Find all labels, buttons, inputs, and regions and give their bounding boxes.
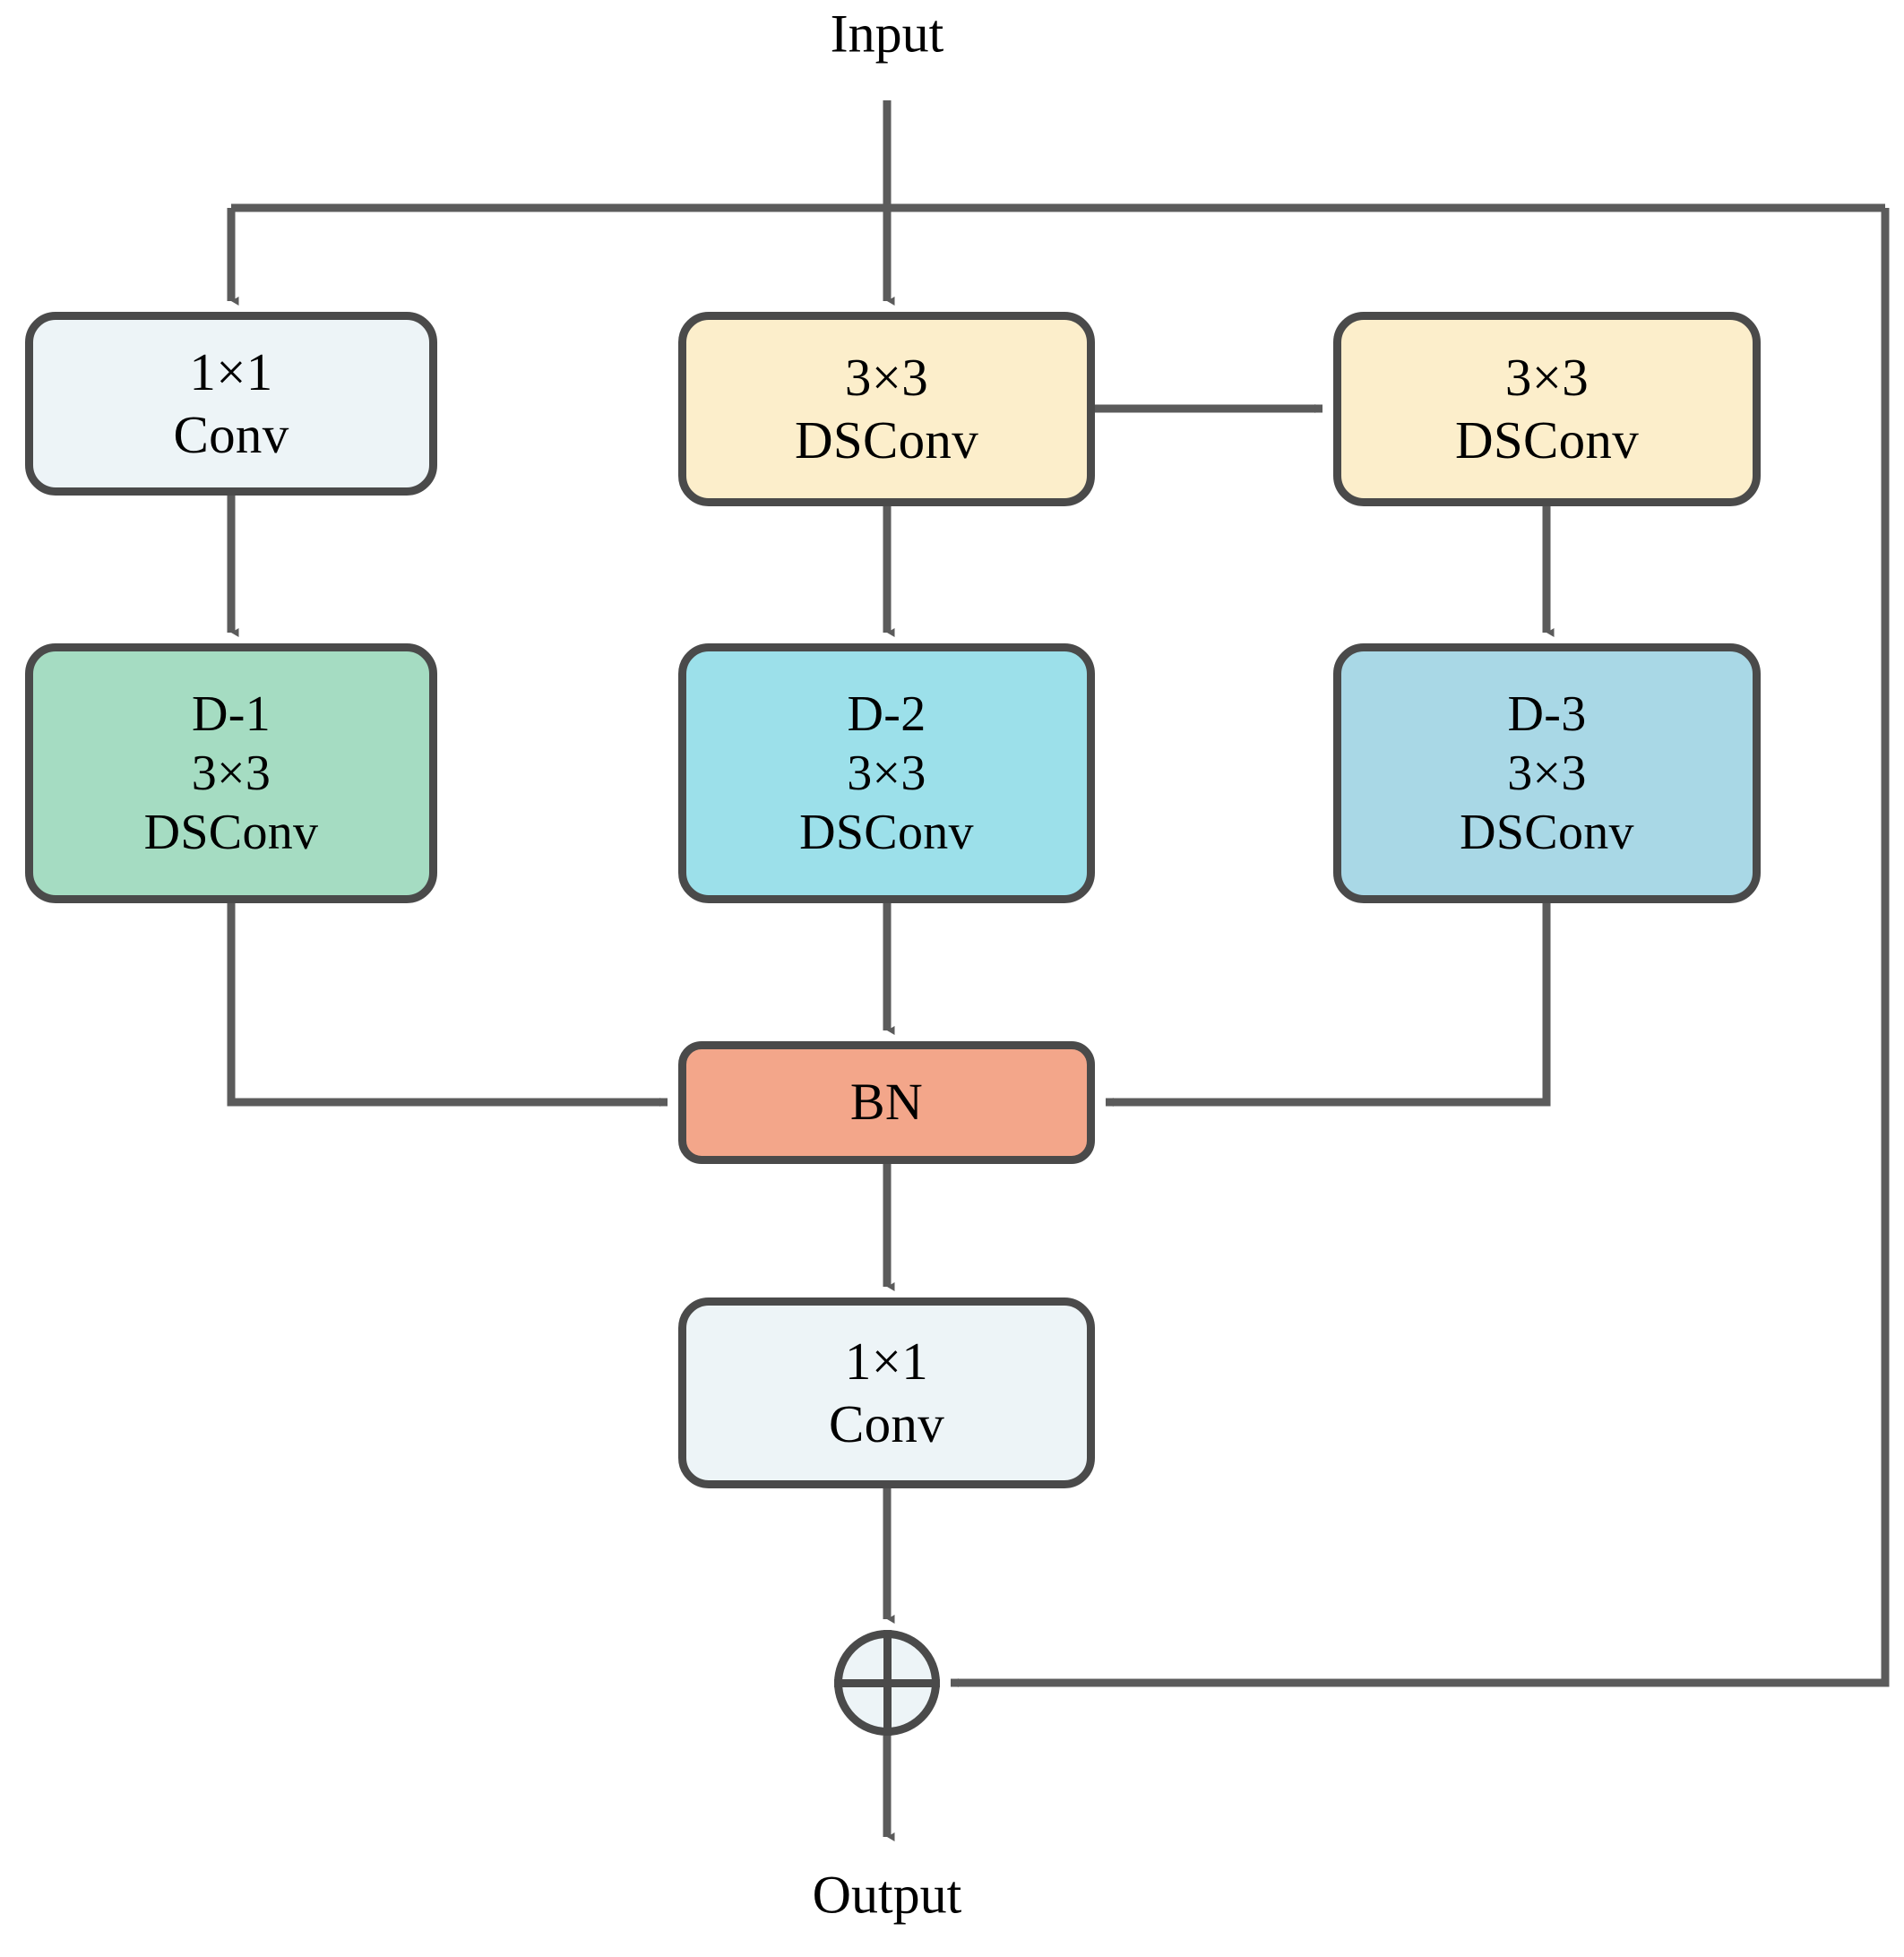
d2-3x3-dsconv[interactable]: D-2 3×3 DSConv [678,643,1095,903]
residual-add-node[interactable] [834,1630,940,1736]
d1-3x3-dsconv[interactable]: D-1 3×3 DSConv [25,643,437,903]
d3-kernel: 3×3 [1507,745,1587,801]
plus-icon-vertical [883,1630,892,1736]
d2-op: DSConv [799,805,974,861]
dsconv-3x3-middle-line-1: 3×3 [844,347,929,407]
conv-1x1-bottom-line-1: 1×1 [844,1331,929,1391]
d1-label: D-1 [192,685,271,742]
conv-1x1-bottom-line-2: Conv [828,1393,945,1453]
dsconv-3x3-right-line-1: 3×3 [1504,347,1590,407]
conv-1x1-left-line-1: 1×1 [189,341,273,401]
d3-3x3-dsconv[interactable]: D-3 3×3 DSConv [1333,643,1761,903]
edge-d1-to-bn [227,903,668,1107]
conv-1x1-left-line-2: Conv [173,404,289,464]
d3-label: D-3 [1507,685,1587,742]
dsconv-3x3-middle[interactable]: 3×3 DSConv [678,312,1095,506]
input-label: Input [830,4,944,64]
d3-op: DSConv [1460,805,1634,861]
output-label: Output [812,1865,962,1925]
conv-1x1-left[interactable]: 1×1 Conv [25,312,437,496]
dsconv-3x3-right-line-2: DSConv [1454,410,1640,470]
dsconv-3x3-middle-line-2: DSConv [794,410,979,470]
d2-label: D-2 [847,685,926,742]
dsconv-3x3-right[interactable]: 3×3 DSConv [1333,312,1761,506]
d1-op: DSConv [143,805,319,861]
edge-d3-to-bn [1106,903,1551,1107]
d2-kernel: 3×3 [847,745,926,801]
batch-norm[interactable]: BN [678,1041,1095,1164]
batch-norm-label: BN [849,1073,924,1132]
d1-kernel: 3×3 [191,745,271,801]
conv-1x1-bottom[interactable]: 1×1 Conv [678,1297,1095,1488]
